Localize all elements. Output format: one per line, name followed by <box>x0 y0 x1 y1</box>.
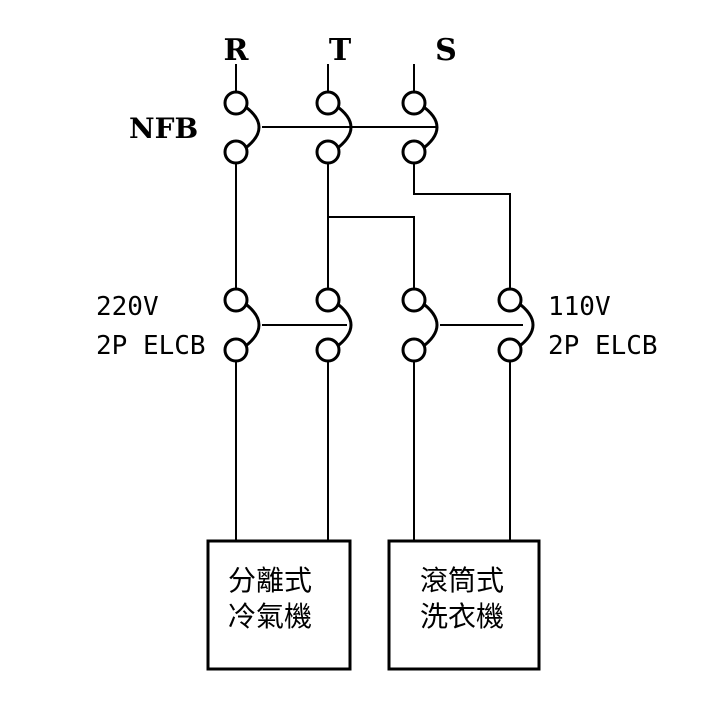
phase-label-s: S <box>435 33 457 68</box>
wire-t-to-elcb110 <box>328 216 415 292</box>
nfb-pole-t <box>315 90 353 165</box>
load-box-washer: 滾筒式 洗衣機 <box>387 539 541 671</box>
nfb-pole-s <box>401 90 439 165</box>
elcb-220-type-label: 2P ELCB <box>96 331 206 361</box>
elcb-110-voltage-label: 110V <box>548 292 611 322</box>
elcb-220-voltage-label: 220V <box>96 292 159 322</box>
wire-s-to-elcb110 <box>413 163 511 292</box>
elcb-110-pole-1 <box>401 287 439 363</box>
nfb-breaker <box>223 90 439 165</box>
aircon-label-line1: 分離式 <box>228 564 312 597</box>
washer-label-line1: 滾筒式 <box>420 564 504 597</box>
phase-label-t: T <box>329 33 352 68</box>
aircon-label-line2: 冷氣機 <box>228 600 312 633</box>
elcb-220-pole-1 <box>223 287 261 363</box>
elcb-110-type-label: 2P ELCB <box>548 331 658 361</box>
elcb-220-breaker <box>223 287 353 363</box>
elcb-220-pole-2 <box>315 287 353 363</box>
load-box-aircon: 分離式 冷氣機 <box>206 539 352 671</box>
washer-label-line2: 洗衣機 <box>420 600 504 633</box>
elcb-110-pole-2 <box>497 287 535 363</box>
nfb-label: NFB <box>129 112 198 145</box>
elcb-110-breaker <box>401 287 535 363</box>
phase-label-r: R <box>224 33 250 68</box>
nfb-pole-r <box>223 90 261 165</box>
